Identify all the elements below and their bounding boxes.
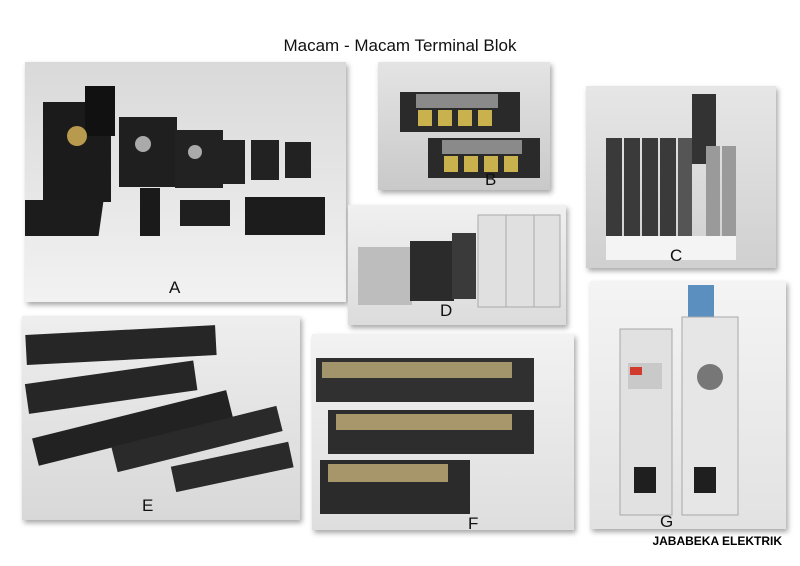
panel-label-b: B [485, 170, 497, 189]
photo-panel-g: G [590, 281, 786, 529]
photo-panel-b: B [378, 62, 550, 190]
terminal-block-photo-g [619, 285, 739, 516]
panel-label-e: E [142, 496, 154, 515]
panel-label-g: G [660, 512, 674, 529]
photo-panel-f: F [312, 334, 574, 530]
photo-panel-d: D [348, 205, 566, 325]
terminal-block-photo-d [358, 214, 561, 308]
terminal-block-photo-f [316, 358, 534, 514]
panel-label-d: D [440, 301, 453, 320]
terminal-block-photo-a [25, 86, 325, 236]
page-title: Macam - Macam Terminal Blok [283, 36, 517, 55]
watermark-text: JABABEKA ELEKTRIK [652, 534, 782, 548]
terminal-block-photo-c [606, 94, 736, 260]
photo-panel-e: E [22, 316, 300, 520]
photo-panel-c: C [586, 86, 776, 268]
panel-label-c: C [670, 246, 683, 265]
photo-panel-a: A [25, 62, 346, 302]
terminal-block-photo-e [24, 325, 294, 493]
terminal-block-photo-b [400, 92, 540, 178]
panel-label-f: F [468, 514, 479, 530]
panel-label-a: A [169, 278, 181, 297]
